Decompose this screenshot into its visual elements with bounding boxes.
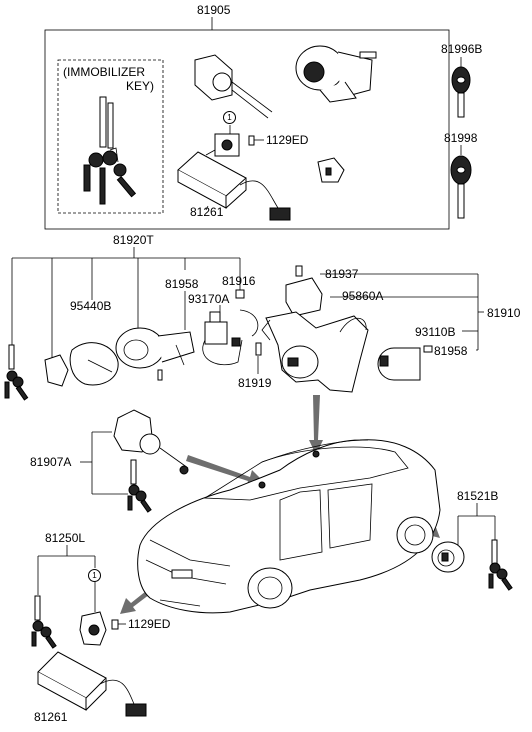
small-lock-top-icon [205,133,240,157]
label-93110B: 93110B [415,325,456,339]
label-81919: 81919 [238,376,272,390]
label-81261-top: 81261 [190,205,224,219]
kit-box-81905 [44,29,450,230]
immobilizer-key-set-icon [83,96,137,205]
steering-lock-body-icon [261,311,369,393]
screw-81919-icon [255,342,262,356]
label-95440B: 95440B [70,299,112,313]
bezel-95440B-icon [69,342,119,386]
label-immobilizer-line1: (IMMOBILIZER [63,65,146,79]
bolt-1129ED-bottom-icon [111,619,126,630]
label-95860A: 95860A [342,289,384,303]
key-81907A-icon [127,459,152,513]
key-81920T-icon [4,344,29,401]
label-81261-bottom: 81261 [34,710,68,724]
immobilizer-module-top-icon [177,151,291,221]
key-81996B-icon [451,57,471,118]
label-81521B: 81521B [457,489,499,503]
label-93170A: 93170A [188,292,230,306]
lock-81250L-icon [79,611,107,646]
screw-81958-left-icon [157,369,163,381]
bolt-1129ED-top-icon [248,135,264,146]
switch-93110B-icon [377,347,421,381]
car-body-icon [137,439,441,614]
label-81907A: 81907A [30,455,72,469]
callout-circle-1-top: 1 [223,111,236,124]
label-1129ED-top: 1129ED [266,133,309,147]
label-81916: 81916 [222,274,256,288]
housing-95860A-icon [285,277,323,317]
key-81250L-icon [31,595,57,649]
steering-lock-assembly-icon [295,45,377,103]
label-81905: 81905 [197,3,231,17]
lock-cap-icon [317,157,345,183]
label-81958-left: 81958 [165,277,199,291]
ignition-lock-housing-icon [115,327,195,369]
bolt-81937-icon [295,265,303,277]
immobilizer-module-bottom-icon [37,651,147,717]
label-81920T: 81920T [113,233,154,247]
arrow-to-door-lock [186,455,266,487]
door-lock-81907A-icon [113,409,189,475]
label-immobilizer-line2: KEY) [126,79,155,93]
key-81998-icon [450,145,472,219]
label-1129ED-bottom: 1129ED [128,617,171,631]
label-81937: 81937 [325,267,359,281]
label-81250L: 81250L [45,531,86,545]
lock-cylinder-top-icon [194,54,273,119]
immobilizer-key-box [57,59,164,214]
key-81521B-icon [488,539,513,591]
trunk-lock-81521B-icon [431,541,465,573]
switch-93170A-icon [202,311,243,366]
label-81996B: 81996B [441,42,483,56]
label-81998: 81998 [444,131,478,145]
lock-bezel-small-icon [44,354,69,387]
label-81958-right: 81958 [434,344,468,358]
label-81910: 81910 [487,306,521,320]
arrow-to-steering-lock [309,395,323,455]
clip-81916-icon [235,289,259,337]
callout-circle-1-bottom: 1 [88,569,101,582]
screw-81958-right-icon [423,345,433,353]
